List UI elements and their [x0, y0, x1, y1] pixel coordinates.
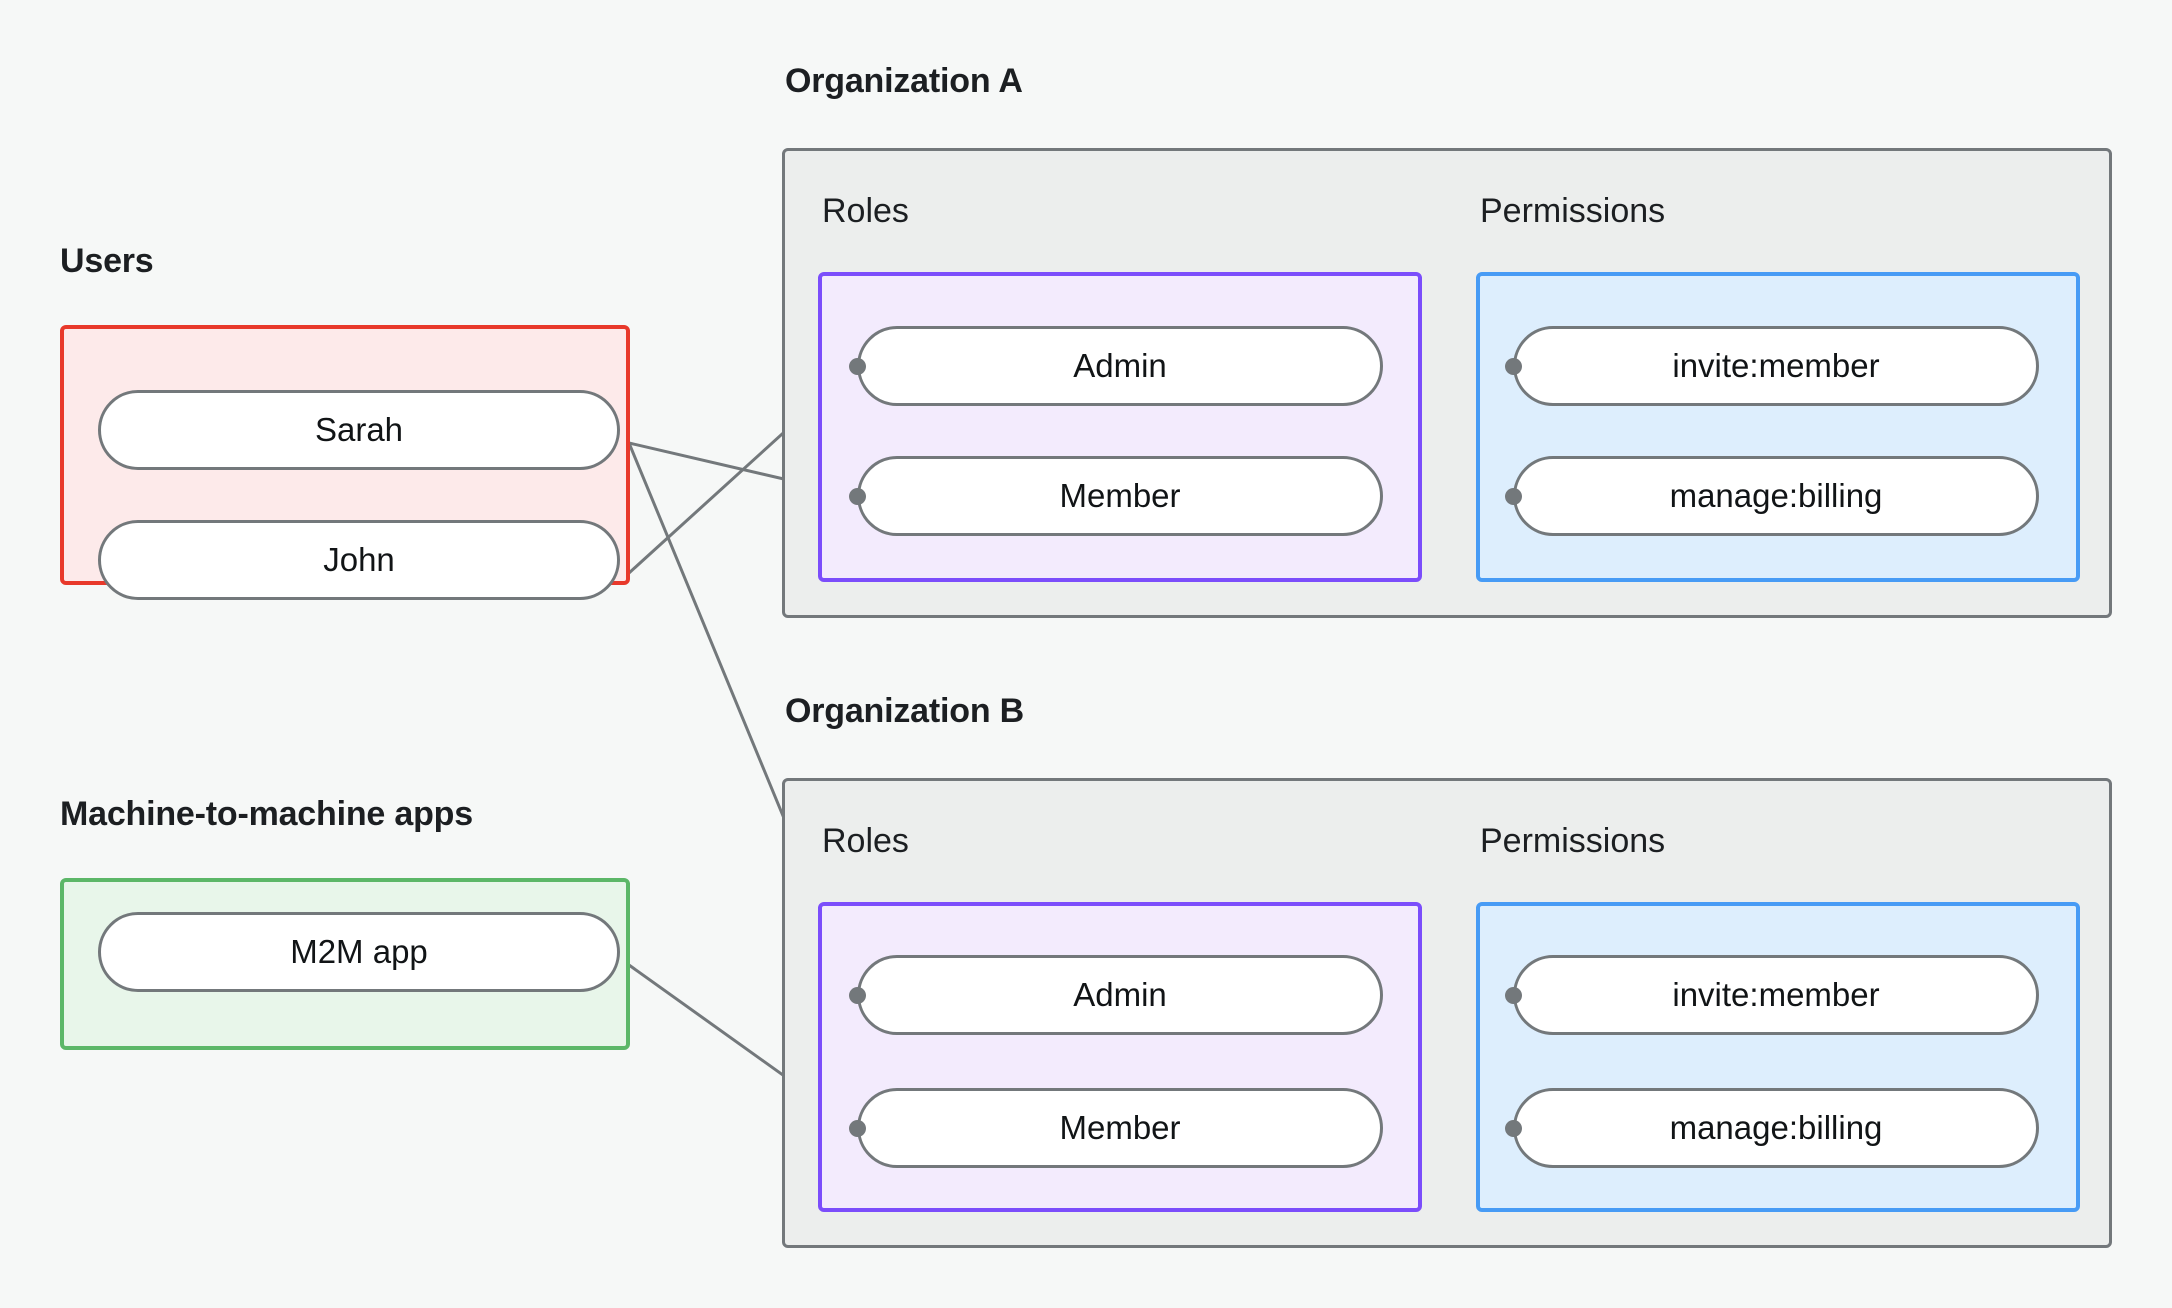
connector-dot-org-a-member-in [848, 487, 866, 505]
org-b-roles-heading: Roles [822, 822, 909, 860]
org-a-roles-heading: Roles [822, 192, 909, 230]
org-b-permission-pill-invite-member[interactable]: invite:member [1513, 955, 2039, 1035]
org-b-role-pill-member[interactable]: Member [857, 1088, 1383, 1168]
connector-dot-org-b-admin-in [848, 986, 866, 1004]
user-pill-john[interactable]: John [98, 520, 620, 600]
org-b-permissions-heading: Permissions [1480, 822, 1666, 860]
org-a-caption: Organization A [785, 62, 1023, 100]
org-a-role-pill-member[interactable]: Member [857, 456, 1383, 536]
m2m-caption: Machine-to-machine apps [60, 795, 473, 833]
connector-dot-org-a-billing-in [1504, 487, 1522, 505]
connector-dot-org-a-admin-in [848, 357, 866, 375]
org-b-caption: Organization B [785, 692, 1024, 730]
org-a-role-pill-admin[interactable]: Admin [857, 326, 1383, 406]
org-b-role-pill-admin[interactable]: Admin [857, 955, 1383, 1035]
org-a-permissions-heading: Permissions [1480, 192, 1666, 230]
connector-dot-org-b-billing-in [1504, 1119, 1522, 1137]
org-b-permission-pill-manage-billing[interactable]: manage:billing [1513, 1088, 2039, 1168]
m2m-pill-app[interactable]: M2M app [98, 912, 620, 992]
connector-dot-org-b-invite-in [1504, 986, 1522, 1004]
users-caption: Users [60, 242, 154, 280]
org-a-permission-pill-invite-member[interactable]: invite:member [1513, 326, 2039, 406]
org-a-permission-pill-manage-billing[interactable]: manage:billing [1513, 456, 2039, 536]
connector-dot-org-b-member-in [848, 1119, 866, 1137]
connector-dot-org-a-invite-in [1504, 357, 1522, 375]
user-pill-sarah[interactable]: Sarah [98, 390, 620, 470]
